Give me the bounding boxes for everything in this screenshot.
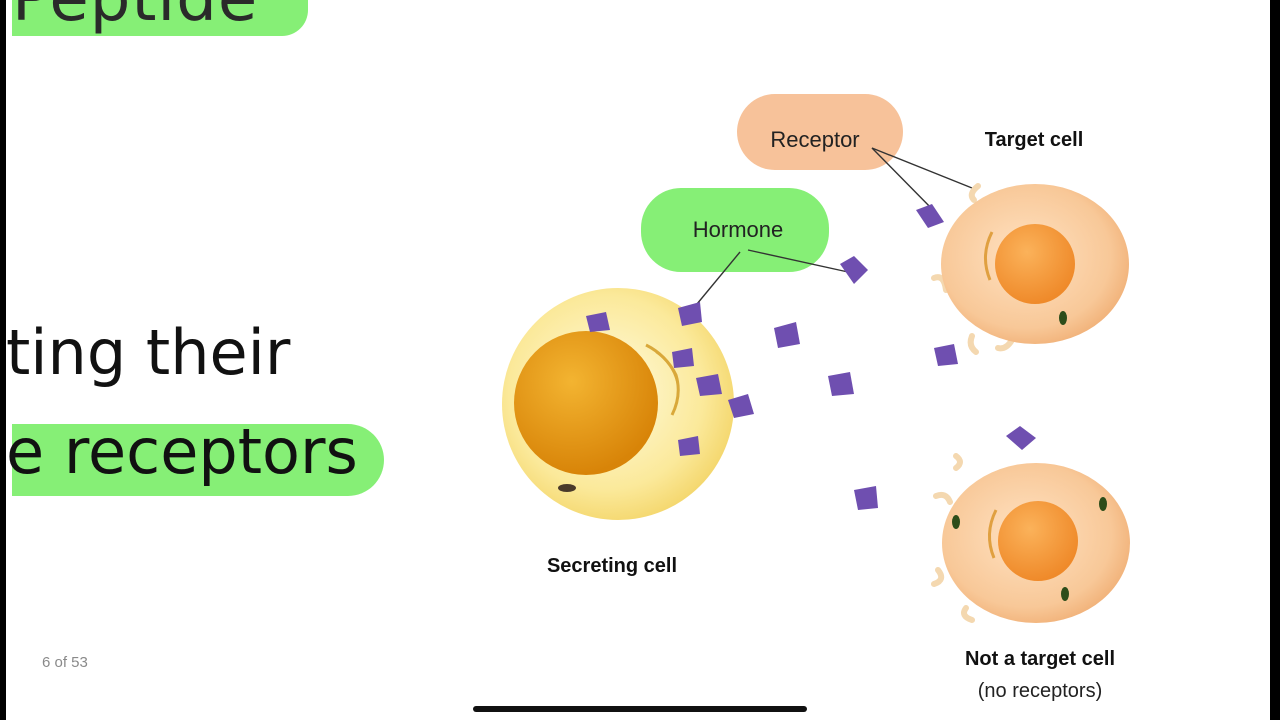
receptor-label-bubble: Receptor	[737, 94, 903, 170]
hormone-particle	[696, 374, 722, 396]
body-highlight	[12, 424, 384, 496]
hormone-particle	[678, 436, 700, 456]
hormone-particles	[586, 204, 1036, 510]
hormone-label-bubble: Hormone	[641, 188, 829, 272]
hormone-particle	[678, 302, 702, 326]
hormone-particle	[934, 344, 958, 366]
non-target-cell	[931, 453, 1130, 623]
hormone-particle	[840, 256, 868, 284]
not-target-cell-label: Not a target cell	[965, 648, 1115, 670]
hormone-particle	[774, 322, 800, 348]
no-receptors-label: (no receptors)	[978, 680, 1103, 702]
receptor-label: Receptor	[770, 127, 859, 152]
right-gutter	[1270, 0, 1280, 720]
body-text-line-2: e receptors	[6, 415, 358, 488]
hormone-particle	[916, 204, 944, 228]
page-indicator: 6 of 53	[42, 654, 88, 671]
slide-title-fragment: Peptide	[12, 0, 258, 36]
hormone-particle	[586, 312, 610, 332]
hormone-particle	[1006, 426, 1036, 450]
home-indicator-bar[interactable]	[473, 706, 807, 712]
hormone-particle	[672, 348, 694, 368]
hormone-label: Hormone	[693, 217, 783, 242]
secreting-cell-label: Secreting cell	[547, 555, 677, 577]
hormone-receptor-diagram: Receptor Hormone Secreting cell	[502, 94, 1130, 702]
target-cell	[931, 183, 1129, 355]
leader-lines	[691, 147, 973, 311]
slide-page: Peptide ting their e receptors	[6, 0, 1270, 720]
hormone-particle	[854, 486, 878, 510]
title-highlight	[12, 0, 308, 36]
target-cell-label: Target cell	[985, 129, 1084, 151]
hormone-particle	[828, 372, 854, 396]
hormone-particle	[728, 394, 754, 418]
body-text-line-1: ting their	[6, 316, 291, 389]
secreting-cell	[502, 288, 734, 520]
